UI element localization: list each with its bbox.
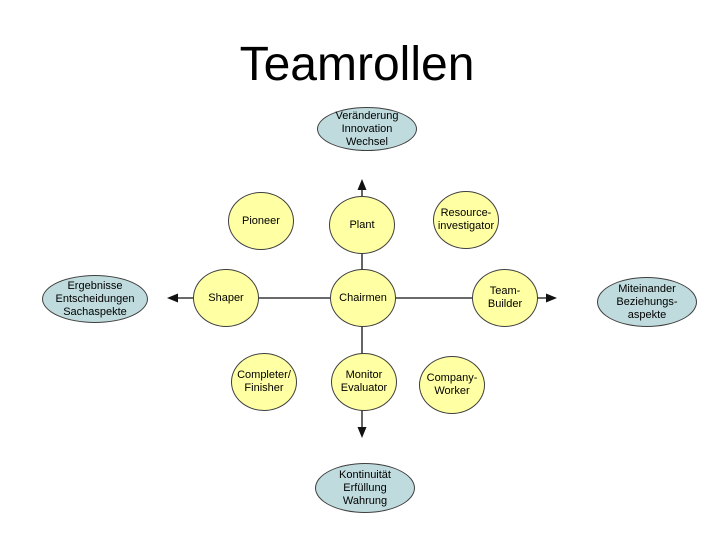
axis-ellipse-bottom: Kontinuität Erfüllung Wahrung xyxy=(315,463,415,513)
axis-ellipse-top: Veränderung Innovation Wechsel xyxy=(317,107,417,151)
arrowhead-right-icon xyxy=(546,293,557,303)
role-circle-chairmen: Chairmen xyxy=(330,269,396,327)
role-circle-plant: Plant xyxy=(329,196,395,254)
arrowhead-down-icon xyxy=(357,427,367,438)
arrowhead-up-icon xyxy=(357,179,367,190)
role-circle-completer-finisher: Completer/ Finisher xyxy=(231,353,297,411)
role-circle-pioneer: Pioneer xyxy=(228,192,294,250)
arrowhead-left-icon xyxy=(167,293,178,303)
role-circle-resource-investigator: Resource- investigator xyxy=(433,191,499,249)
role-circle-company-worker: Company- Worker xyxy=(419,356,485,414)
role-circle-shaper: Shaper xyxy=(193,269,259,327)
axis-ellipse-right: Miteinander Beziehungs- aspekte xyxy=(597,277,697,327)
role-circle-team-builder: Team- Builder xyxy=(472,269,538,327)
axis-ellipse-left: Ergebnisse Entscheidungen Sachaspekte xyxy=(42,275,148,323)
role-circle-monitor-evaluator: Monitor Evaluator xyxy=(331,353,397,411)
page-title: Teamrollen xyxy=(239,38,475,91)
